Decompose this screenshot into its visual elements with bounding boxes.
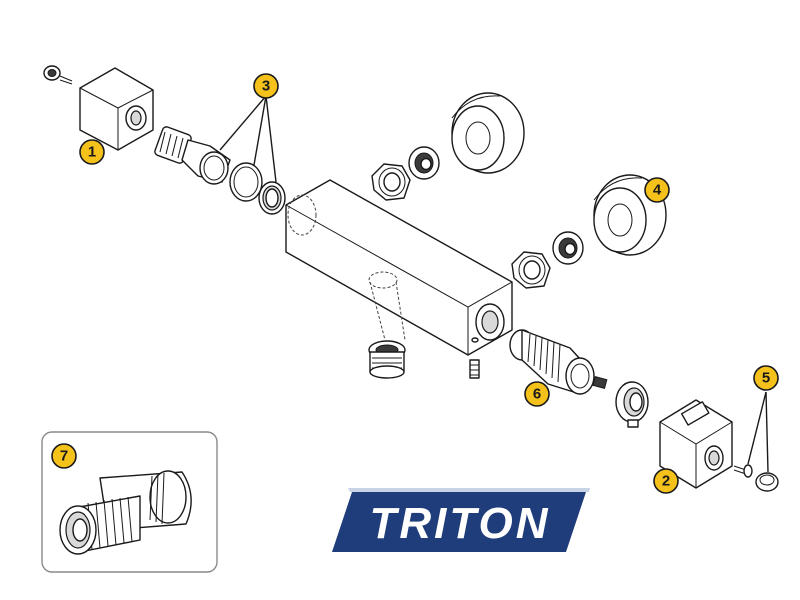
logo-text: TRITON <box>370 499 551 548</box>
triton-logo: TRITON <box>332 488 590 552</box>
o-ring-large <box>229 162 263 202</box>
thermostatic-cartridge <box>509 329 608 395</box>
screw-right <box>733 464 753 478</box>
valve-body <box>285 179 513 356</box>
retaining-nut <box>615 381 649 428</box>
shroud-cover-left <box>79 67 154 151</box>
callout-6-number: 6 <box>533 386 541 403</box>
o-ring-small <box>258 181 286 215</box>
callout-2-number: 2 <box>662 473 670 490</box>
callout-3-number: 3 <box>262 78 270 95</box>
callout-7: 7 <box>51 443 77 469</box>
callout-4: 4 <box>644 177 670 203</box>
callout-1-number: 1 <box>88 144 96 161</box>
leader-lines-5 <box>747 391 769 473</box>
spindle-cartridge <box>154 126 231 185</box>
shroud-cover-right <box>659 399 733 489</box>
callout-6: 6 <box>524 381 550 407</box>
callout-7-number: 7 <box>60 448 68 465</box>
callout-3: 3 <box>253 73 279 99</box>
outlet-fitting <box>368 340 406 379</box>
callout-4-number: 4 <box>653 182 662 199</box>
callout-1: 1 <box>79 139 105 165</box>
callout-5-number: 5 <box>762 370 770 387</box>
logo-badge-highlight <box>348 488 590 492</box>
grub-screw <box>469 359 480 379</box>
inset-panel <box>41 431 218 573</box>
small-screw-left <box>43 65 73 85</box>
wall-flange-upper <box>451 92 525 174</box>
logo-badge <box>332 492 586 552</box>
callout-2: 2 <box>653 468 679 494</box>
inlet-nut-upper <box>371 163 411 201</box>
cover-cap <box>755 472 779 492</box>
outlet-adaptor <box>59 470 192 555</box>
check-valve-lower <box>552 231 584 265</box>
leader-lines-3 <box>219 95 277 183</box>
callout-5: 5 <box>753 365 779 391</box>
inlet-nut-lower <box>511 251 551 289</box>
check-valve-upper <box>408 146 440 180</box>
